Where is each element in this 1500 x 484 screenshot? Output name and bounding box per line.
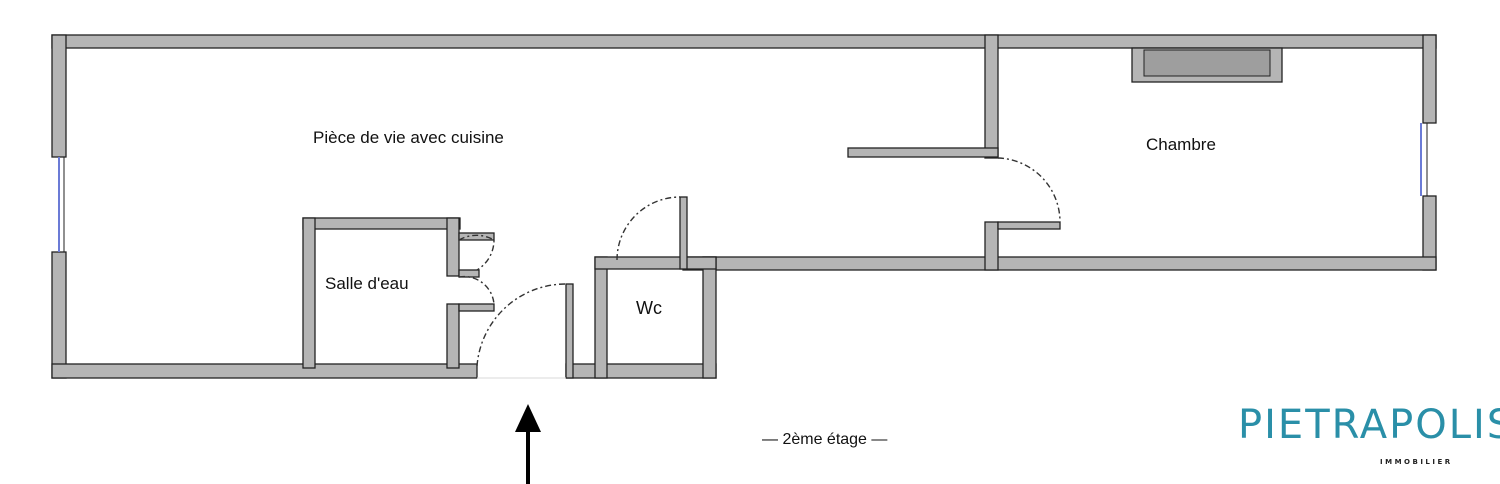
wall-bath-left [302, 217, 316, 369]
brand-logo: PIETRAPOLIS IMMOBILIER [1238, 402, 1500, 472]
wall-wc-top [594, 256, 717, 270]
bedroom-door-swing [997, 157, 1061, 223]
wall-wc-door-jamb [679, 196, 688, 270]
bath-door-swing-lower [458, 275, 495, 305]
logo-name: PIETRAPOLIS [1238, 402, 1500, 448]
wall-entrance-jamb [565, 283, 574, 379]
wall-door-stub [997, 221, 1061, 230]
wall-bath-stub-bottom [458, 303, 495, 312]
walls [51, 34, 1437, 379]
wall-bedroom-bottom [682, 256, 1437, 271]
wall-wc-left [594, 256, 608, 379]
door-swings [458, 157, 1061, 367]
wall-top [51, 34, 1437, 49]
wall-bath-right-lower [446, 303, 460, 369]
wall-bedroom-left-lower [984, 221, 999, 271]
entrance-door-swing [476, 283, 567, 367]
wall-left-lower [51, 251, 67, 379]
logo-subtitle: IMMOBILIER [1380, 458, 1453, 466]
floor-label: — 2ème étage — [762, 431, 888, 448]
wall-left-upper [51, 34, 67, 158]
wall-bath-stub-top [458, 232, 495, 241]
room-label-wc: Wc [636, 298, 662, 318]
windows [58, 123, 1428, 252]
wall-bedroom-left-upper [984, 34, 999, 159]
room-label-bathroom: Salle d'eau [325, 274, 409, 293]
wall-bottom-left [51, 363, 478, 379]
wall-wc-right [702, 256, 717, 379]
bath-door-swing-upper [458, 234, 495, 271]
wall-stub [847, 147, 999, 158]
wall-right-upper [1422, 34, 1437, 124]
wall-bath-right-upper [446, 217, 460, 277]
entrance-arrow-icon [515, 404, 541, 484]
room-label-living: Pièce de vie avec cuisine [313, 128, 504, 147]
radiator-inner [1143, 49, 1271, 77]
room-label-bedroom: Chambre [1146, 135, 1216, 154]
wall-bath-top [302, 217, 461, 230]
wc-door-swing [616, 196, 681, 261]
wall-bottom-right [565, 363, 717, 379]
